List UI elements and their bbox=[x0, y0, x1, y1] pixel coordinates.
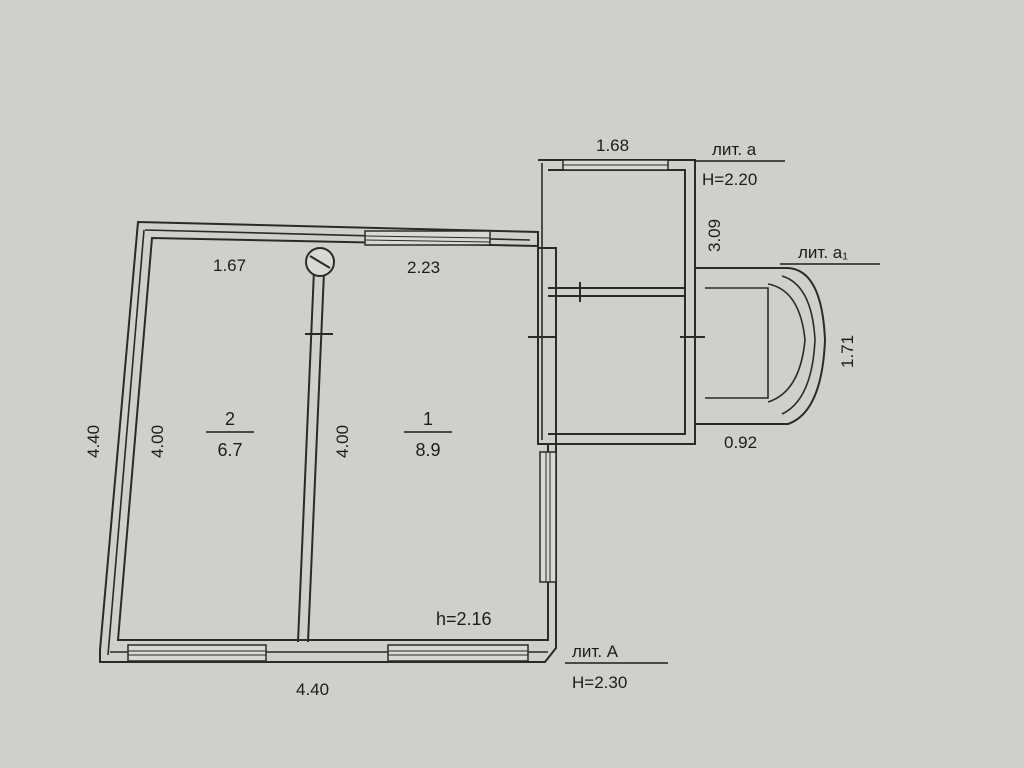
dim-porch-height: 1.71 bbox=[838, 335, 857, 368]
dim-room2-height: 4.00 bbox=[148, 425, 167, 458]
window-bottom-left bbox=[127, 644, 267, 662]
dim-outer-height-left: 4.40 bbox=[84, 425, 103, 458]
room-1-label: 1 8.9 bbox=[404, 409, 452, 460]
dim-outer-width-bottom: 4.40 bbox=[296, 680, 329, 699]
window-top bbox=[364, 230, 491, 246]
label-lit-A: лит. А H=2.30 bbox=[565, 642, 668, 692]
svg-text:6.7: 6.7 bbox=[217, 440, 242, 460]
svg-text:H=2.30: H=2.30 bbox=[572, 673, 627, 692]
annex-window bbox=[562, 159, 669, 171]
dim-room1-height: 4.00 bbox=[333, 425, 352, 458]
window-right bbox=[539, 451, 557, 583]
svg-text:лит. А: лит. А bbox=[572, 642, 619, 661]
porch-walls bbox=[695, 267, 827, 425]
dim-porch-width: 0.92 bbox=[724, 433, 757, 452]
dim-annex-height: 3.09 bbox=[705, 219, 724, 252]
svg-text:H=2.20: H=2.20 bbox=[702, 170, 757, 189]
partition-wall bbox=[297, 269, 333, 643]
label-lit-a1: лит. а₁ bbox=[780, 243, 880, 265]
label-lit-a: лит. а H=2.20 bbox=[695, 140, 785, 189]
svg-text:лит. а₁: лит. а₁ bbox=[798, 243, 848, 262]
dim-annex-top: 1.68 bbox=[596, 136, 629, 155]
svg-text:лит. а: лит. а bbox=[712, 140, 757, 159]
svg-text:1: 1 bbox=[423, 409, 433, 429]
window-bottom-right bbox=[387, 644, 529, 662]
stove-icon bbox=[305, 247, 335, 277]
dim-room2-top: 1.67 bbox=[213, 256, 246, 275]
dim-room1-top: 2.23 bbox=[407, 258, 440, 277]
svg-text:8.9: 8.9 bbox=[415, 440, 440, 460]
svg-text:2: 2 bbox=[225, 409, 235, 429]
ceiling-height-label: h=2.16 bbox=[436, 609, 492, 629]
room-2-label: 2 6.7 bbox=[206, 409, 254, 460]
